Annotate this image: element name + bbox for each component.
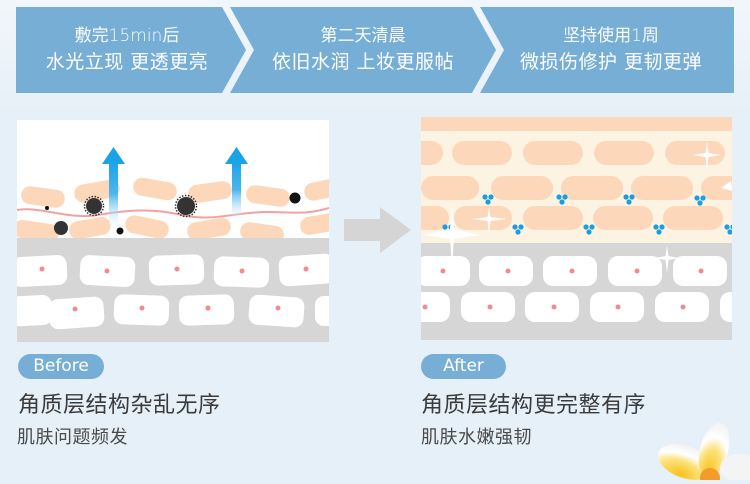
step-time: 敷完15min后: [74, 26, 180, 46]
cell-nuclei: [39, 266, 309, 312]
step-benefit: 微损伤修护 更韧更弹: [519, 51, 703, 73]
water-molecules: [442, 194, 732, 235]
step-time: 坚持使用1周: [563, 26, 659, 46]
flower-decoration-icon: [640, 420, 750, 484]
ordered-cells: [421, 141, 732, 230]
skin-barrier-line: [17, 207, 329, 219]
disordered-cells-upper: [21, 177, 329, 208]
banner-step: 第二天清晨 依旧水润 上妆更服帖: [238, 7, 488, 93]
before-heading: 角质层结构杂乱无序: [18, 393, 221, 418]
banner-segment-3: [480, 7, 734, 93]
steps-banner: 敷完15min后 水光立现 更透更亮 第二天清晨 依旧水润 上妆更服帖 坚持使用…: [16, 7, 734, 93]
moisture-loss-arrow: [102, 147, 125, 232]
moisture-loss-arrow: [225, 147, 248, 224]
before-badge: Before: [18, 354, 104, 379]
banner-segment-2: [230, 7, 496, 93]
banner-segment-1: [16, 7, 246, 93]
step-time: 第二天清晨: [320, 26, 406, 46]
banner-chevrons: [16, 7, 734, 93]
after-skin-illustration: [421, 117, 732, 340]
after-badge: After: [421, 354, 506, 379]
sparkle-icons: [423, 141, 732, 273]
before-subheading: 肌肤问题频发: [17, 427, 128, 448]
step-benefit: 依旧水润 上妆更服帖: [271, 51, 455, 73]
after-subheading: 肌肤水嫩强韧: [421, 427, 532, 448]
sparkle-icon: [655, 245, 679, 273]
right-arrow-icon: [344, 207, 412, 257]
impurity-spikes: [83, 194, 198, 218]
banner-step: 敷完15min后 水光立现 更透更亮: [16, 7, 238, 93]
sparkle-icon: [721, 181, 732, 191]
cell-nuclei: [422, 268, 704, 310]
sparkle-icon: [423, 205, 479, 265]
after-heading: 角质层结构更完整有序: [421, 393, 647, 418]
step-benefit: 水光立现 更透更亮: [45, 51, 209, 73]
top-band: [421, 117, 732, 131]
sparkle-icon: [472, 207, 507, 235]
sparkle-icon: [693, 141, 721, 171]
banner-step: 坚持使用1周 微损伤修护 更韧更弹: [488, 7, 734, 93]
before-skin-diagram: [17, 147, 329, 342]
after-skin-diagram: [421, 117, 732, 340]
impurity-particles: [45, 192, 301, 235]
before-skin-illustration: [17, 120, 329, 342]
